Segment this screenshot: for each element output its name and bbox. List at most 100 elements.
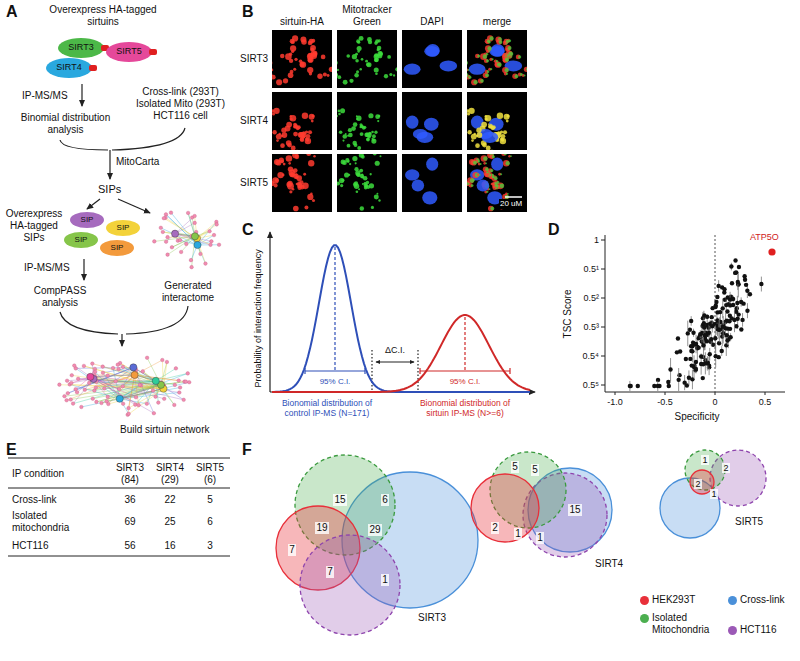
panel-letter: A — [6, 2, 18, 21]
micrograph — [337, 30, 397, 88]
stain — [477, 54, 480, 57]
network — [153, 211, 221, 269]
network-node — [83, 388, 87, 392]
stain — [508, 46, 512, 50]
stain — [505, 58, 509, 62]
data-point — [720, 349, 724, 353]
venn-count: 5 — [531, 464, 539, 476]
ha-tag — [89, 65, 97, 71]
stain — [340, 184, 343, 187]
legend-text: HCT116 — [740, 624, 777, 636]
venn-count: 19 — [315, 522, 328, 534]
nucleus — [469, 64, 486, 75]
stain — [347, 144, 351, 148]
stain — [358, 188, 360, 190]
network-node — [165, 360, 169, 364]
stain — [352, 54, 357, 59]
row-label: SIRT3 — [240, 53, 268, 65]
data-point — [741, 301, 745, 305]
stain — [371, 139, 376, 144]
stain — [468, 76, 471, 79]
stain — [477, 132, 483, 138]
stain — [505, 161, 509, 165]
data-point — [718, 320, 722, 324]
stain — [518, 72, 522, 76]
network-node — [178, 238, 182, 242]
stain — [377, 54, 379, 56]
network-node — [179, 250, 183, 254]
flow-arrows-part — [87, 199, 100, 209]
stain — [494, 59, 498, 63]
stain — [492, 155, 495, 158]
stain — [495, 184, 498, 187]
stain — [485, 173, 490, 178]
stain — [483, 54, 488, 59]
stain — [487, 70, 490, 73]
data-point — [701, 343, 705, 347]
micrograph — [272, 30, 332, 88]
stain — [387, 55, 391, 59]
data-point — [675, 350, 679, 354]
stain — [272, 60, 273, 66]
data-point — [736, 280, 740, 284]
stain — [507, 54, 509, 56]
stain — [359, 154, 364, 158]
stain — [272, 74, 273, 78]
highlight-point — [768, 248, 775, 255]
stain — [377, 120, 379, 122]
stain — [467, 177, 474, 184]
stain — [504, 39, 509, 44]
network-node — [106, 374, 110, 378]
micrograph — [337, 154, 397, 212]
stain — [295, 173, 298, 176]
stain — [467, 130, 471, 134]
venn-sirt3-part — [300, 535, 400, 635]
stain — [282, 174, 285, 177]
network-node — [193, 214, 197, 218]
stain — [503, 154, 507, 155]
network-node — [106, 395, 110, 399]
sip-ellipse: SIP — [106, 220, 140, 236]
data-point — [687, 376, 691, 380]
stain — [359, 68, 361, 70]
nucleus — [404, 64, 421, 75]
network-node — [184, 242, 188, 246]
stain — [290, 45, 296, 51]
micrograph-ground — [402, 92, 462, 150]
micrograph — [272, 154, 332, 212]
flow-step: Binomial distribution analysis — [8, 112, 123, 136]
network-node — [66, 391, 70, 395]
tick-label: 0.5⁵ — [583, 380, 599, 391]
stain — [488, 174, 491, 177]
data-point — [728, 335, 732, 339]
stain — [476, 134, 479, 137]
data-point — [676, 336, 680, 340]
network-node — [74, 387, 78, 391]
stain — [483, 166, 488, 171]
data-point — [730, 281, 734, 285]
data-point — [739, 327, 743, 331]
stain — [352, 156, 357, 161]
stain — [500, 173, 502, 175]
stain — [482, 143, 487, 148]
stain — [518, 55, 521, 58]
stain — [489, 174, 491, 176]
stain — [294, 58, 297, 61]
data-point — [725, 309, 729, 313]
network-edge — [129, 389, 164, 408]
flow-arrows-part — [81, 84, 82, 106]
network-node — [141, 370, 145, 374]
data-point — [728, 303, 732, 307]
network-node — [103, 387, 107, 391]
data-point — [694, 360, 698, 364]
distribution-axes-part — [371, 350, 372, 392]
micrograph-ground — [467, 154, 527, 212]
stain — [501, 138, 504, 141]
tick-label: -0.5 — [657, 397, 673, 408]
flow-arrows-part — [118, 199, 150, 213]
stain — [354, 73, 358, 77]
data-point — [701, 376, 705, 380]
stain — [505, 68, 509, 72]
data-point — [717, 328, 721, 332]
